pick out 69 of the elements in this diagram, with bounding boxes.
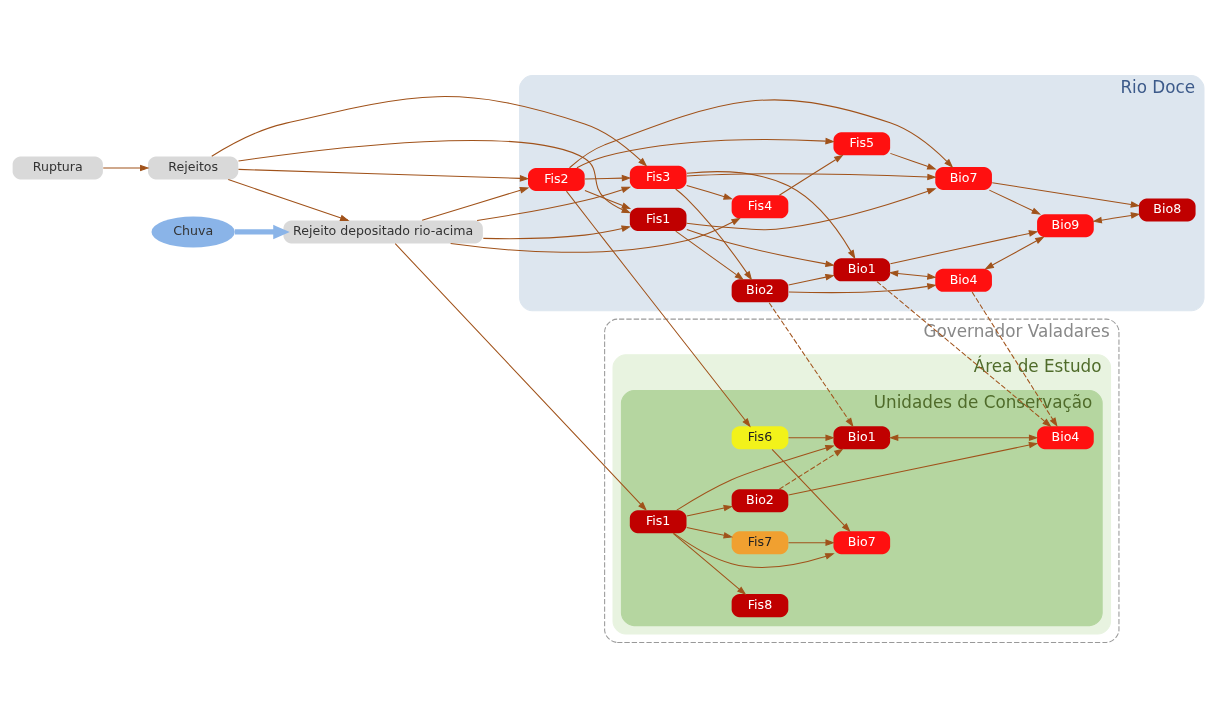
node-box: Bio2 — [731, 279, 789, 303]
node-box: Bio7 — [935, 166, 992, 190]
arrow — [889, 152, 937, 170]
arrow — [482, 225, 632, 240]
arrow — [235, 224, 290, 240]
arrow — [584, 190, 632, 210]
arrow — [686, 185, 734, 200]
arrow — [888, 434, 1039, 442]
arrow — [778, 448, 844, 490]
node-box: Fis5 — [833, 132, 891, 156]
arrow — [421, 187, 530, 221]
node-box: Fis4 — [731, 195, 789, 219]
arrow — [788, 539, 835, 546]
arrow — [1092, 212, 1141, 224]
arrow — [686, 504, 734, 517]
arrow — [686, 188, 937, 231]
node-box: Bio1 — [833, 258, 891, 282]
arrow — [584, 174, 632, 182]
arrow — [686, 173, 937, 181]
node-box: Bio7 — [833, 531, 891, 555]
arrow — [675, 188, 753, 281]
arrow — [971, 291, 1058, 428]
arrow — [991, 182, 1141, 208]
arrow — [394, 243, 647, 511]
arrow — [673, 532, 835, 568]
node-box: Fis2 — [528, 167, 585, 192]
arrow — [876, 281, 1052, 428]
arrow — [778, 154, 844, 196]
node-box: Fis1 — [629, 207, 687, 231]
node-box: Bio4 — [1037, 426, 1094, 450]
arrow — [476, 186, 632, 221]
arrow — [227, 179, 350, 221]
node-box: Rejeitos — [148, 156, 239, 180]
arrow — [889, 230, 1039, 265]
arrow — [569, 99, 954, 169]
arrow — [565, 190, 751, 428]
arrow — [788, 434, 835, 442]
arrow — [888, 270, 937, 280]
node-box: Bio1 — [833, 426, 891, 450]
node-box: Fis8 — [731, 594, 789, 618]
arrow — [102, 164, 150, 172]
arrow — [672, 532, 747, 596]
node-ellipse: Chuva — [151, 216, 235, 248]
arrow — [686, 171, 856, 260]
arrow — [238, 140, 632, 214]
node-box: Fis3 — [629, 165, 687, 189]
node-box: Fis7 — [731, 531, 789, 555]
arrow — [450, 217, 741, 253]
arrow — [988, 189, 1042, 215]
node-box: Fis1 — [629, 510, 687, 534]
arrow — [788, 273, 835, 286]
arrow — [237, 168, 530, 182]
arrow — [576, 137, 835, 169]
arrow — [686, 228, 835, 268]
node-box: Bio2 — [731, 489, 789, 513]
arrow — [984, 236, 1045, 270]
arrow — [768, 302, 854, 428]
node-box: Rejeito depositado rio-acima — [283, 220, 483, 244]
arrow — [788, 283, 937, 294]
node-box: Bio4 — [935, 268, 992, 292]
arrow — [211, 96, 648, 167]
node-box: Bio9 — [1037, 214, 1094, 238]
node-box: Bio8 — [1138, 198, 1196, 222]
arrow — [686, 526, 734, 539]
arrow — [771, 448, 851, 533]
node-box: Fis6 — [731, 426, 789, 450]
arrow — [675, 230, 745, 281]
node-box: Ruptura — [12, 156, 103, 180]
arrow — [787, 441, 1039, 496]
